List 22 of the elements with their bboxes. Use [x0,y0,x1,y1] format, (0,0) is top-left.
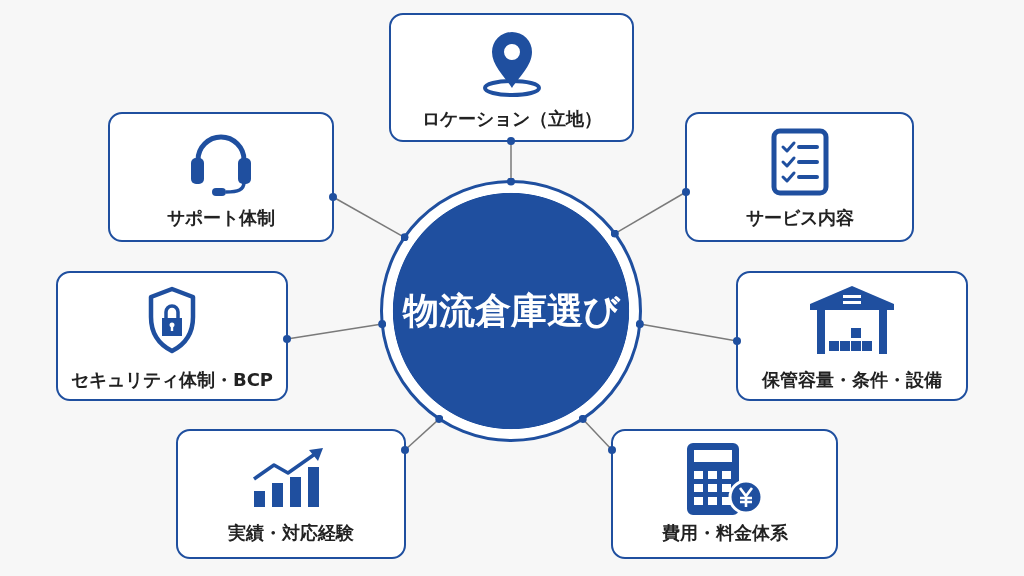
topic-box [108,112,334,242]
connector-line [401,414,444,454]
connector-line [635,320,741,345]
topic-box [736,271,968,401]
topic-box [56,271,288,401]
topic-box [389,13,634,142]
topic-box [611,429,838,559]
connector-line [578,414,616,454]
topic-label: セキュリティ体制・BCP [70,369,274,391]
topic-label: サポート体制 [167,207,275,229]
connector-line [329,193,409,242]
hub-label: 物流倉庫選び [402,290,620,332]
topic-box [176,429,406,559]
topic-label: 保管容量・条件・設備 [762,369,942,391]
connector-line [283,320,387,343]
topic-box [685,112,914,242]
connector-line [507,137,515,186]
connector-line [610,188,690,238]
topic-label: 費用・料金体系 [661,522,788,544]
topic-label: ロケーション（立地） [421,108,602,130]
topic-label: サービス内容 [745,207,854,229]
topic-label: 実績・対応経験 [228,522,354,544]
